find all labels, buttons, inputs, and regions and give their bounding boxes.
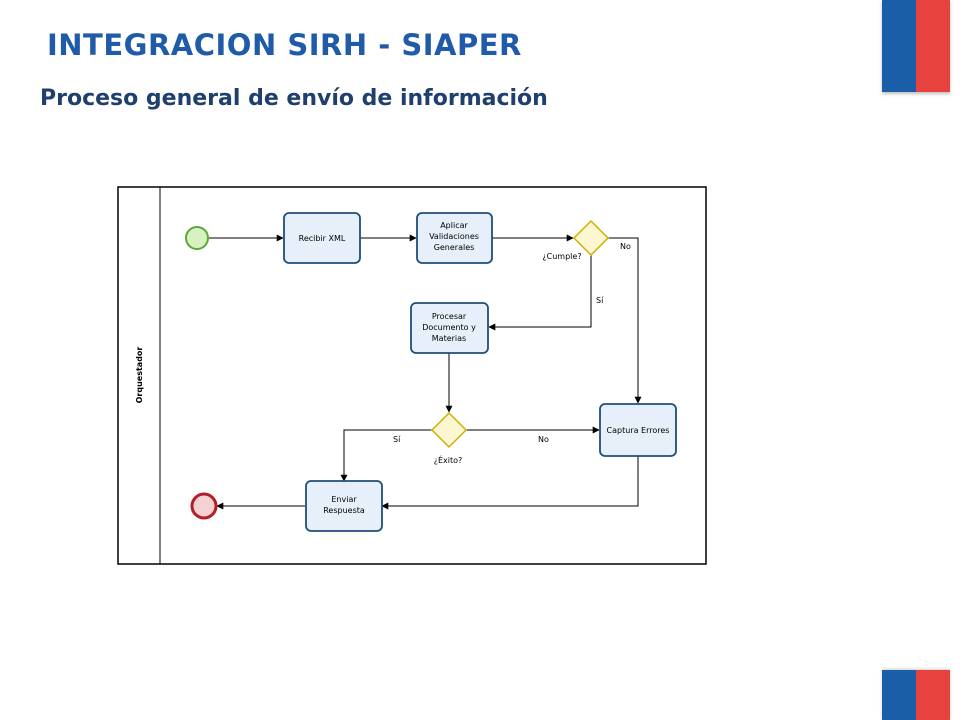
flow-label-exito-si: Sí	[393, 435, 401, 444]
gateway-cumple	[572, 219, 610, 257]
lane-label: Orquestador	[135, 347, 144, 404]
gateway-cumple-label: ¿Cumple?	[542, 252, 581, 261]
flow-cumple-no	[608, 237, 642, 404]
task-enviar-respuesta: Enviar Respuesta	[305, 480, 383, 532]
end-event	[190, 492, 218, 520]
task-label: Materias	[432, 334, 466, 343]
sequence-flows	[209, 234, 642, 510]
task-recibir-xml: Recibir XML	[283, 212, 361, 264]
start-event	[185, 226, 209, 250]
task-procesar-documento: Procesar Documento y Materias	[410, 302, 489, 354]
flow-label-cumple-no: No	[620, 242, 631, 251]
task-label: Documento y	[422, 323, 476, 332]
gateway-exito	[430, 411, 468, 449]
flag-logo-top	[882, 0, 950, 92]
flow-label-exito-no: No	[538, 435, 549, 444]
flag-blue-band	[882, 670, 916, 720]
task-label: Enviar	[331, 495, 357, 504]
flag-red-band	[916, 670, 950, 720]
flow-errores-to-enviar	[381, 456, 639, 510]
task-label: Captura Errores	[607, 426, 670, 435]
page-subtitle: Proceso general de envío de información	[40, 86, 548, 111]
page-title: INTEGRACION SIRH - SIAPER	[47, 28, 522, 62]
flow-label-cumple-si: Sí	[596, 296, 604, 305]
flow-cumple-si	[488, 255, 592, 331]
task-aplicar-validaciones: Aplicar Validaciones Generales	[416, 212, 493, 264]
task-label: Validaciones	[429, 232, 479, 241]
flag-blue-band	[882, 0, 916, 92]
task-captura-errores: Captura Errores	[599, 403, 677, 457]
task-label: Aplicar	[440, 221, 468, 230]
flag-red-band	[916, 0, 950, 92]
task-label: Generales	[434, 243, 475, 252]
flow-exito-si	[340, 429, 432, 482]
flag-logo-bottom	[882, 670, 950, 720]
task-label: Procesar	[432, 312, 467, 321]
task-label: Recibir XML	[299, 234, 346, 243]
gateway-exito-label: ¿Éxito?	[434, 454, 463, 465]
task-label: Respuesta	[323, 506, 365, 515]
